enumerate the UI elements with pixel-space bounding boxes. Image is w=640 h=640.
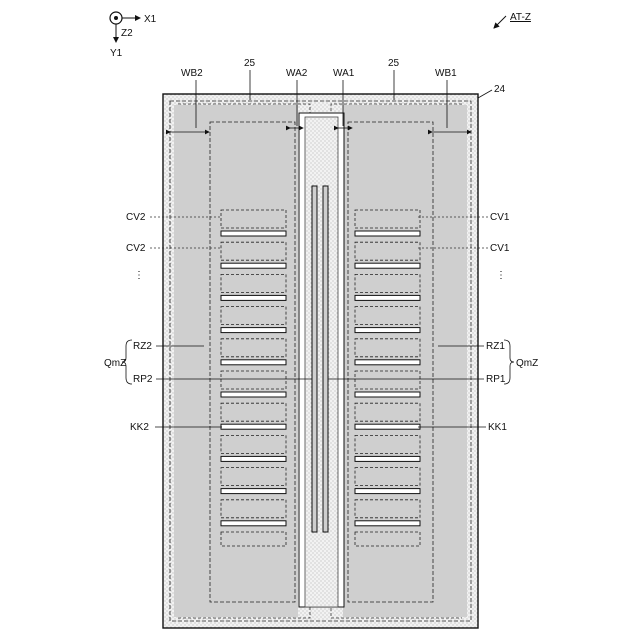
label-wb2: WB2 — [181, 68, 203, 79]
label-24: 24 — [494, 84, 506, 95]
view-label: AT-Z — [510, 12, 531, 23]
label-wa2: WA2 — [286, 68, 308, 79]
label-wb1: WB1 — [435, 68, 457, 79]
electrode-strip-left — [221, 231, 286, 236]
label-kk1: KK1 — [488, 422, 507, 433]
axis-indicator: X1 Z2 Y1 — [110, 12, 157, 59]
label-25-right: 25 — [388, 58, 400, 69]
electrode-strip-right — [355, 424, 420, 429]
ellipsis-left: ⋮ — [134, 270, 144, 281]
electrode-strip-right — [355, 263, 420, 268]
z-axis-label: Z2 — [121, 28, 133, 39]
y-axis-label: Y1 — [110, 48, 123, 59]
electrode-strip-left — [221, 328, 286, 333]
label-cv2-b: CV2 — [126, 243, 146, 254]
electrode-strip-left — [221, 456, 286, 461]
label-rz1: RZ1 — [486, 341, 505, 352]
electrode-strip-left — [221, 263, 286, 268]
leader-24 — [478, 90, 492, 98]
label-cv2-a: CV2 — [126, 212, 146, 223]
electrode-strip-left — [221, 424, 286, 429]
label-25-left: 25 — [244, 58, 256, 69]
label-kk2: KK2 — [130, 422, 149, 433]
electrode-strip-left — [221, 392, 286, 397]
label-cv1-a: CV1 — [490, 212, 510, 223]
electrode-strip-right — [355, 360, 420, 365]
electrode-strip-right — [355, 489, 420, 494]
electrode-strip-right — [355, 392, 420, 397]
electrode-strip-right — [355, 328, 420, 333]
electrode-strip-right — [355, 295, 420, 300]
label-qmz-left: QmZ — [104, 358, 126, 369]
electrode-strip-left — [221, 295, 286, 300]
label-rp2: RP2 — [133, 374, 153, 385]
x-axis-label: X1 — [144, 14, 157, 25]
electrode-strip-left — [221, 521, 286, 526]
view-label-arrow — [494, 16, 506, 28]
label-rp1: RP1 — [486, 374, 506, 385]
electrode-strip-right — [355, 231, 420, 236]
slot-left — [312, 186, 317, 532]
label-rz2: RZ2 — [133, 341, 152, 352]
brace-qmz-right — [504, 340, 514, 384]
label-wa1: WA1 — [333, 68, 355, 79]
z-axis-dot — [114, 16, 118, 20]
electrode-strip-right — [355, 521, 420, 526]
slot-right — [323, 186, 328, 532]
label-cv1-b: CV1 — [490, 243, 510, 254]
ellipsis-right: ⋮ — [496, 270, 506, 281]
electrode-strip-left — [221, 489, 286, 494]
central-strip — [305, 117, 338, 607]
electrode-strip-right — [355, 456, 420, 461]
brace-qmz-left — [122, 340, 132, 384]
label-qmz-right: QmZ — [516, 358, 538, 369]
electrode-strip-left — [221, 360, 286, 365]
